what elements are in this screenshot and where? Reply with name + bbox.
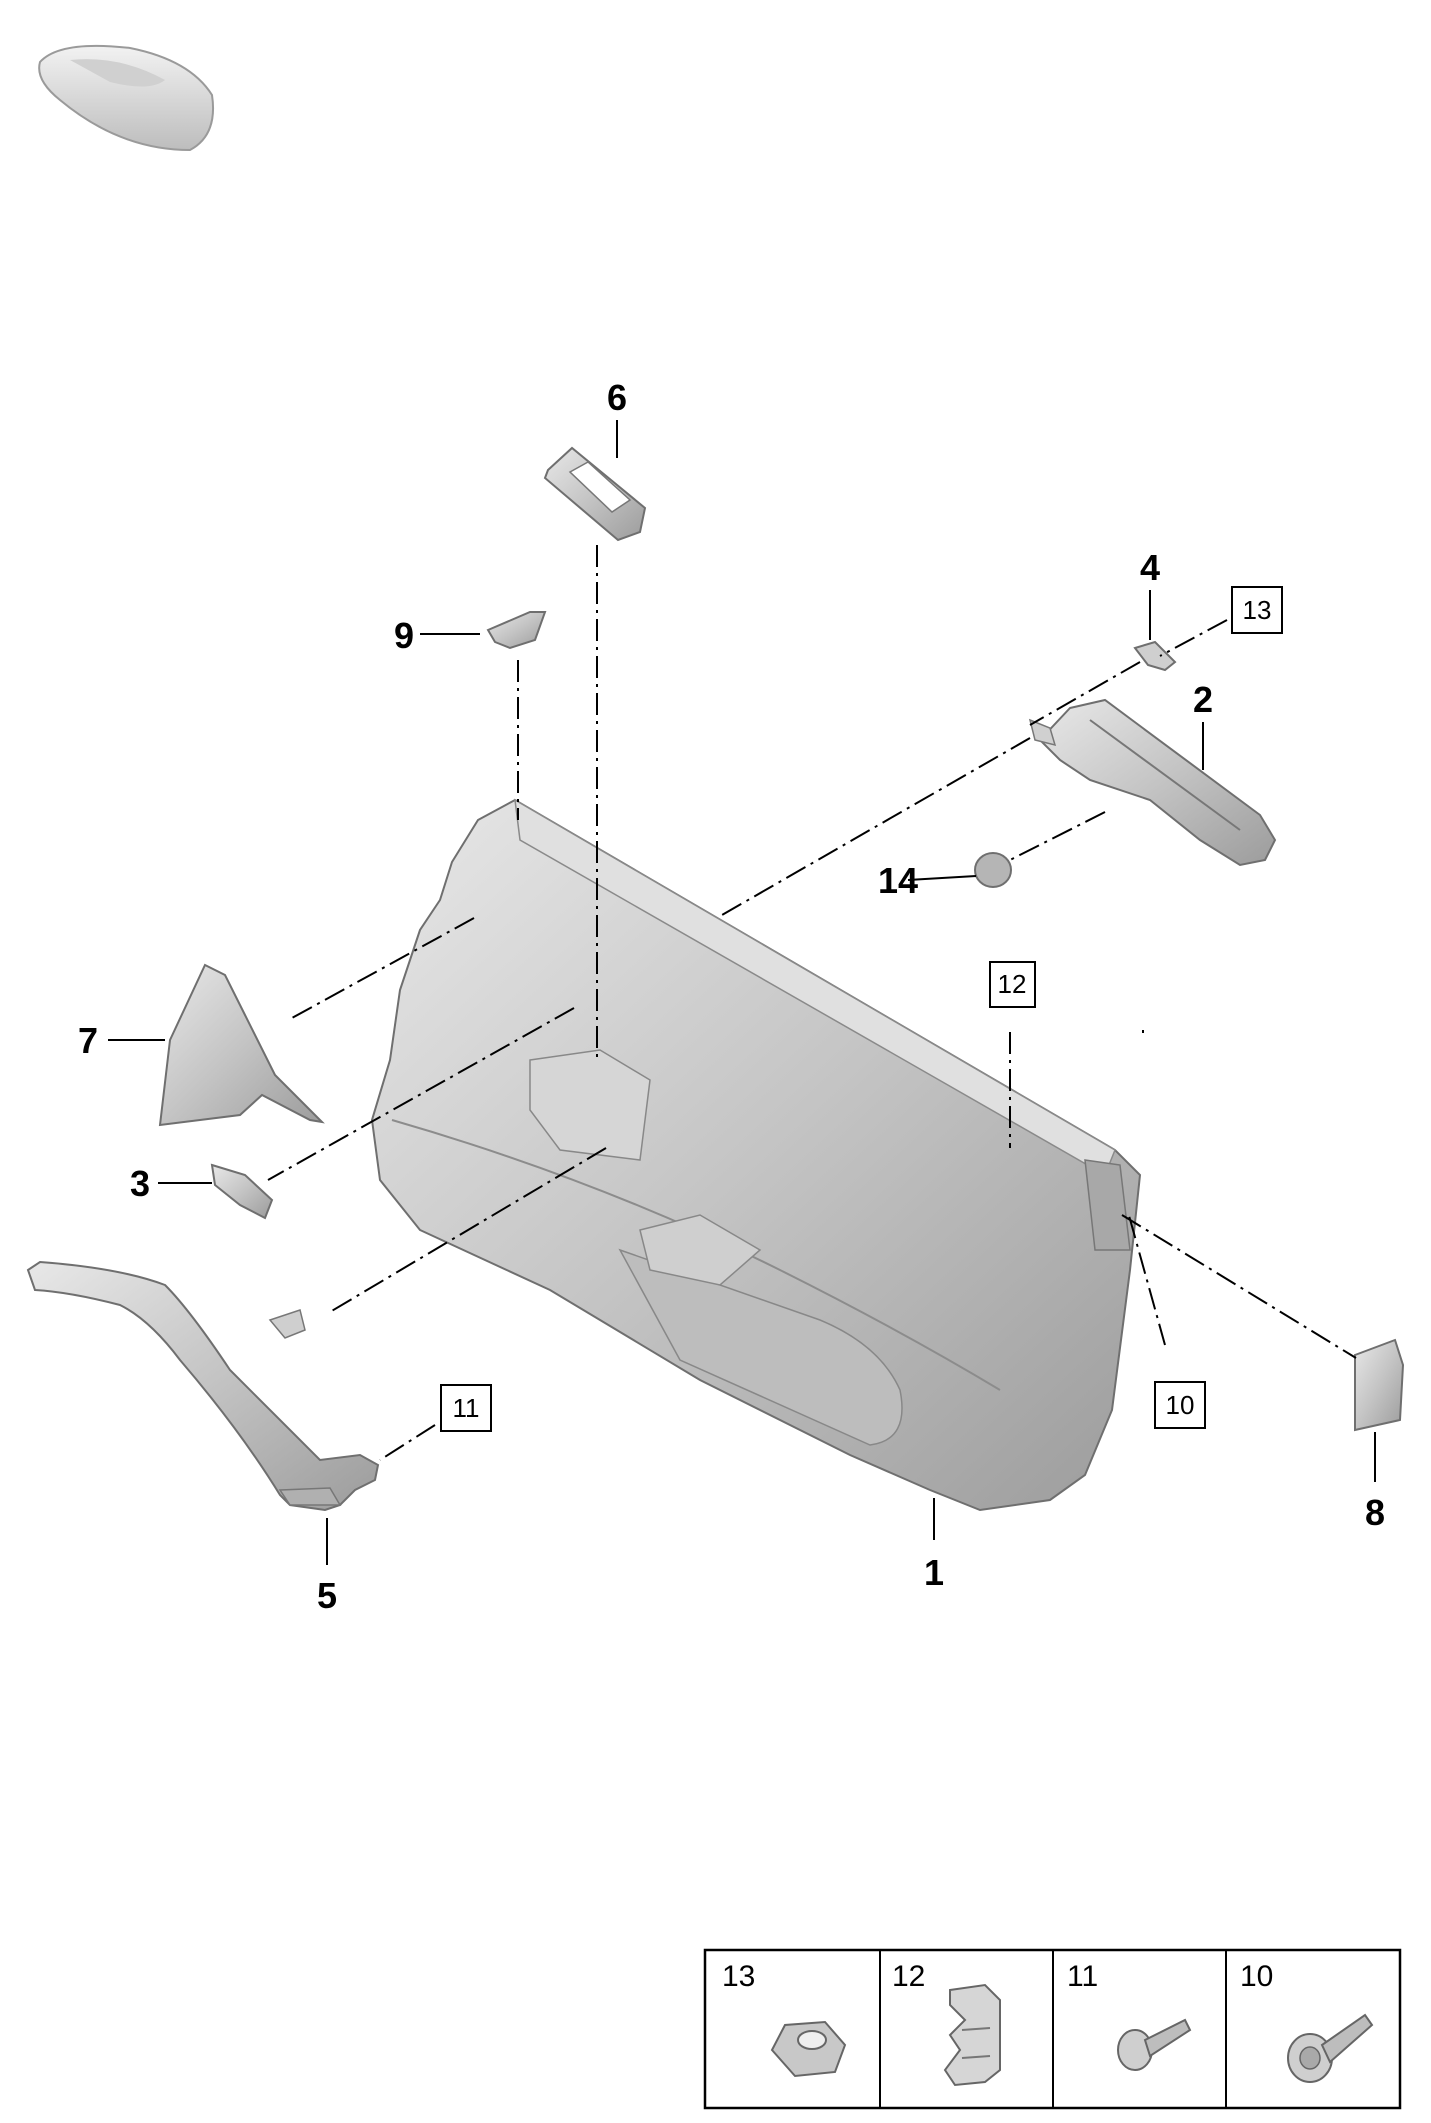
boxed-callout-11: 11: [440, 1384, 492, 1432]
end-cap-part-8: [1354, 1338, 1405, 1432]
door-trim-panel-part-1: [370, 798, 1142, 1512]
legend-cell-11: 11: [1067, 1960, 1192, 2071]
legend-cell-12: 12: [892, 1960, 1001, 2087]
svg-text:13: 13: [1243, 595, 1272, 625]
pad-part-4: [1133, 640, 1177, 672]
svg-text:12: 12: [892, 1960, 925, 1993]
callout-8: 8: [1365, 1492, 1385, 1533]
boxed-callouts: 13 12 11 10: [440, 586, 1283, 1432]
mirror-triangle-trim-part-7: [158, 963, 325, 1127]
callout-6: 6: [607, 377, 627, 418]
boxed-callout-12: 12: [989, 961, 1036, 1008]
screw-icon: [1117, 2018, 1192, 2071]
callout-9: 9: [394, 615, 414, 656]
callout-5: 5: [317, 1575, 337, 1616]
callout-7: 7: [78, 1020, 98, 1061]
vehicle-thumbnail-icon: [38, 44, 214, 152]
fastener-legend: 13 12 11 10: [703, 1948, 1402, 2110]
svg-text:10: 10: [1240, 1960, 1273, 1993]
svg-text:11: 11: [1067, 1960, 1098, 1993]
callout-1: 1: [924, 1552, 944, 1593]
leader-lines: [108, 420, 1376, 1565]
round-plug-part-14: [974, 852, 1012, 888]
assembly-lines: [267, 545, 1357, 1461]
hex-nut-icon: [770, 2020, 847, 2078]
flange-screw-icon: [1287, 2013, 1374, 2083]
grab-handle-trim-part-5: [26, 1260, 380, 1512]
callout-4: 4: [1140, 547, 1160, 588]
svg-text:12: 12: [998, 969, 1027, 999]
callout-3: 3: [130, 1163, 150, 1204]
svg-text:13: 13: [722, 1960, 755, 1993]
legend-cell-10: 10: [1240, 1960, 1374, 2083]
boxed-callout-13: 13: [1231, 586, 1283, 634]
wedge-trim-part-9: [486, 611, 547, 650]
spring-clip-icon: [943, 1983, 1001, 2087]
legend-cell-13: 13: [722, 1960, 847, 2078]
callout-14: 14: [878, 860, 918, 901]
pull-handle-bracket-part-2: [1028, 698, 1277, 867]
callout-labels: 1 2 3 4 5 6 7 8 9 14: [78, 377, 1385, 1616]
svg-text:10: 10: [1166, 1390, 1195, 1420]
switch-panel-part-6: [543, 446, 647, 542]
trim-cap-part-3: [210, 1163, 274, 1220]
svg-text:11: 11: [453, 1393, 480, 1423]
callout-2: 2: [1193, 679, 1213, 720]
boxed-callout-10: 10: [1154, 1381, 1206, 1429]
